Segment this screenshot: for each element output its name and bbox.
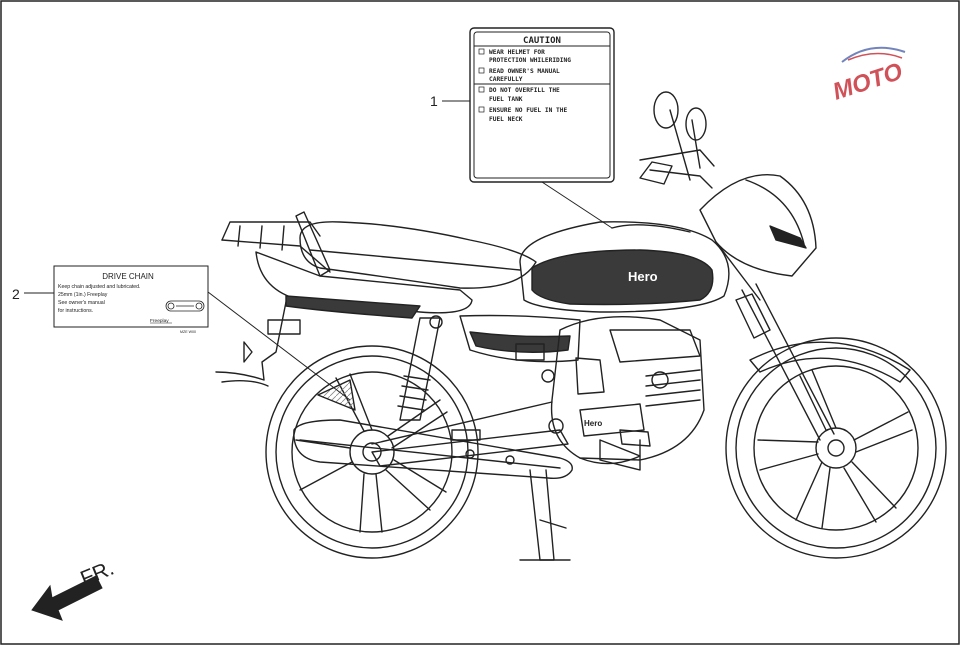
caution-item-4-line-1: ENSURE NO FUEL IN THE [489,107,568,114]
callout-2: 2 [12,286,351,401]
drive-chain-label: DRIVE CHAIN Keep chain adjusted and lubr… [53,265,209,334]
watermark-swoosh-red [847,52,903,61]
caution-item-3-line-1: DO NOT OVERFILL THE [489,87,560,94]
caution-checkbox-1 [478,48,485,55]
tank-logo-group: Hero [628,269,658,284]
exhaust [293,419,641,480]
rear-carrier [221,211,331,277]
front-arrow-icon [31,575,103,621]
watermark-swoosh-blue [841,46,906,63]
watermark-logo: MOTO [830,46,907,106]
drive-chain-line-4: for instructions. [58,308,93,314]
drive-chain-pointer-line [207,291,351,401]
drive-chain-line-3: See owner's manual [58,300,105,306]
drive-chain-label-box [53,265,209,328]
engine-logo-group: Hero [584,419,602,428]
handlebar [639,91,715,189]
callout-1: 1 [430,93,613,229]
callout-1-number: 1 [430,93,438,109]
engine-hero-logo: Hero [584,419,602,428]
drive-chain-line-1: Keep chain adjusted and lubricated. [58,284,140,290]
caution-item-2-line-2: CAREFULLY [489,76,523,83]
caution-item-3-line-2: FUEL TANK [489,96,523,103]
side-panel [255,251,581,363]
callout-2-number: 2 [12,286,20,302]
caution-item-1-line-1: WEAR HELMET FOR [489,49,545,56]
rear-mudguard [215,301,301,387]
rear-shock [397,315,443,421]
caution-item-2-line-1: READ OWNER'S MANUAL [489,68,560,75]
caution-item-4-line-2: FUEL NECK [489,116,523,123]
caution-label-inner [473,31,611,179]
drive-chain-line-2: 25mm (1in.) Freeplay [58,292,108,298]
chain-icon [165,300,205,312]
front-direction-text: FR. [77,557,117,591]
seat [299,221,537,289]
watermark-text: MOTO [830,58,907,106]
front-fork [699,174,835,441]
main-stand [519,469,571,561]
caution-checkbox-4 [478,106,485,113]
caution-checkbox-2 [478,67,485,74]
front-wheel [725,337,947,559]
caution-pointer-line [541,181,613,229]
drive-chain-part-code: MZE W00 [180,330,196,334]
drive-chain-freeplay-label: Freeplay [150,318,169,324]
footrest [451,429,651,447]
caution-item-1-line-2: PROTECTION WHILERIDING [489,57,571,64]
front-direction-indicator: FR. [31,557,117,621]
drive-chain-title: DRIVE CHAIN [102,272,154,281]
tank-hero-logo: Hero [628,269,658,284]
caution-checkbox-3 [478,86,485,93]
fuel-tank [519,221,730,313]
engine [541,315,705,471]
caution-label: CAUTION WEAR HELMET FOR PROTECTION WHILE… [469,27,615,183]
caution-title: CAUTION [523,36,561,46]
swing-arm [371,401,569,467]
